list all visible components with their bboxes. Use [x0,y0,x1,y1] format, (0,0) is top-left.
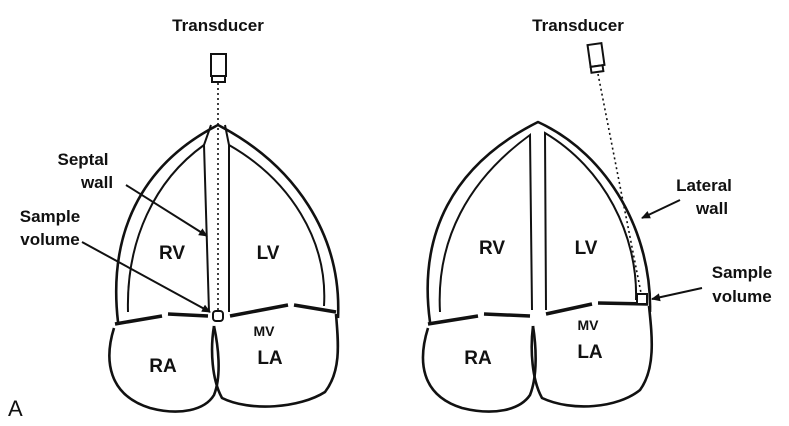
right-rv-label: RV [479,238,505,259]
left-heart-diagram: Transducer RV LV RA LA MV Septal wall Sa… [20,16,338,412]
left-septal-label-1: Septal [57,150,108,169]
right-tricuspid-leaflet-2 [484,314,530,316]
right-lateral-arrow [642,200,680,218]
left-septal-label-2: wall [80,173,113,192]
right-lateral-label-2: wall [695,199,728,218]
right-transducer-icon [588,43,605,73]
left-lv-label: LV [257,243,280,264]
right-ultrasound-beam [598,74,642,298]
left-sample-volume-marker [213,311,223,321]
right-rv-cavity [440,135,532,312]
left-mitral-leaflet-2 [294,305,336,312]
right-lateral-label-1: Lateral [676,176,732,195]
left-sample-label-1: Sample [20,207,80,226]
left-septal-arrow [126,185,207,236]
left-la-label: LA [257,348,283,369]
right-tricuspid-leaflet [428,316,478,324]
right-transducer-label: Transducer [532,16,624,35]
left-sample-arrow [82,242,210,312]
left-rv-label: RV [159,243,185,264]
left-tricuspid-leaflet [115,316,162,324]
right-heart-diagram: Transducer RV LV RA LA MV Lateral wall S… [423,16,772,412]
right-sample-label-1: Sample [712,263,772,282]
right-ventricle-outer-wall [428,122,650,322]
right-mv-label: MV [578,317,600,333]
left-lv-cavity [229,145,324,312]
panel-letter: A [8,396,23,421]
left-mv-label: MV [254,323,276,339]
right-ra-label: RA [464,348,492,369]
left-transducer-icon [211,54,226,82]
right-lv-label: LV [575,238,598,259]
left-ventricle-outer-wall [116,125,338,322]
right-la-label: LA [577,342,603,363]
left-sample-label-2: volume [20,230,80,249]
left-ra-label: RA [149,356,177,377]
left-septum [204,125,229,145]
left-tricuspid-leaflet-2 [168,314,208,316]
right-sample-arrow [652,288,702,299]
left-transducer-label: Transducer [172,16,264,35]
right-sample-label-2: volume [712,287,772,306]
right-mitral-leaflet [546,304,592,314]
right-sample-volume-marker [637,294,647,304]
left-mitral-leaflet [230,305,288,316]
